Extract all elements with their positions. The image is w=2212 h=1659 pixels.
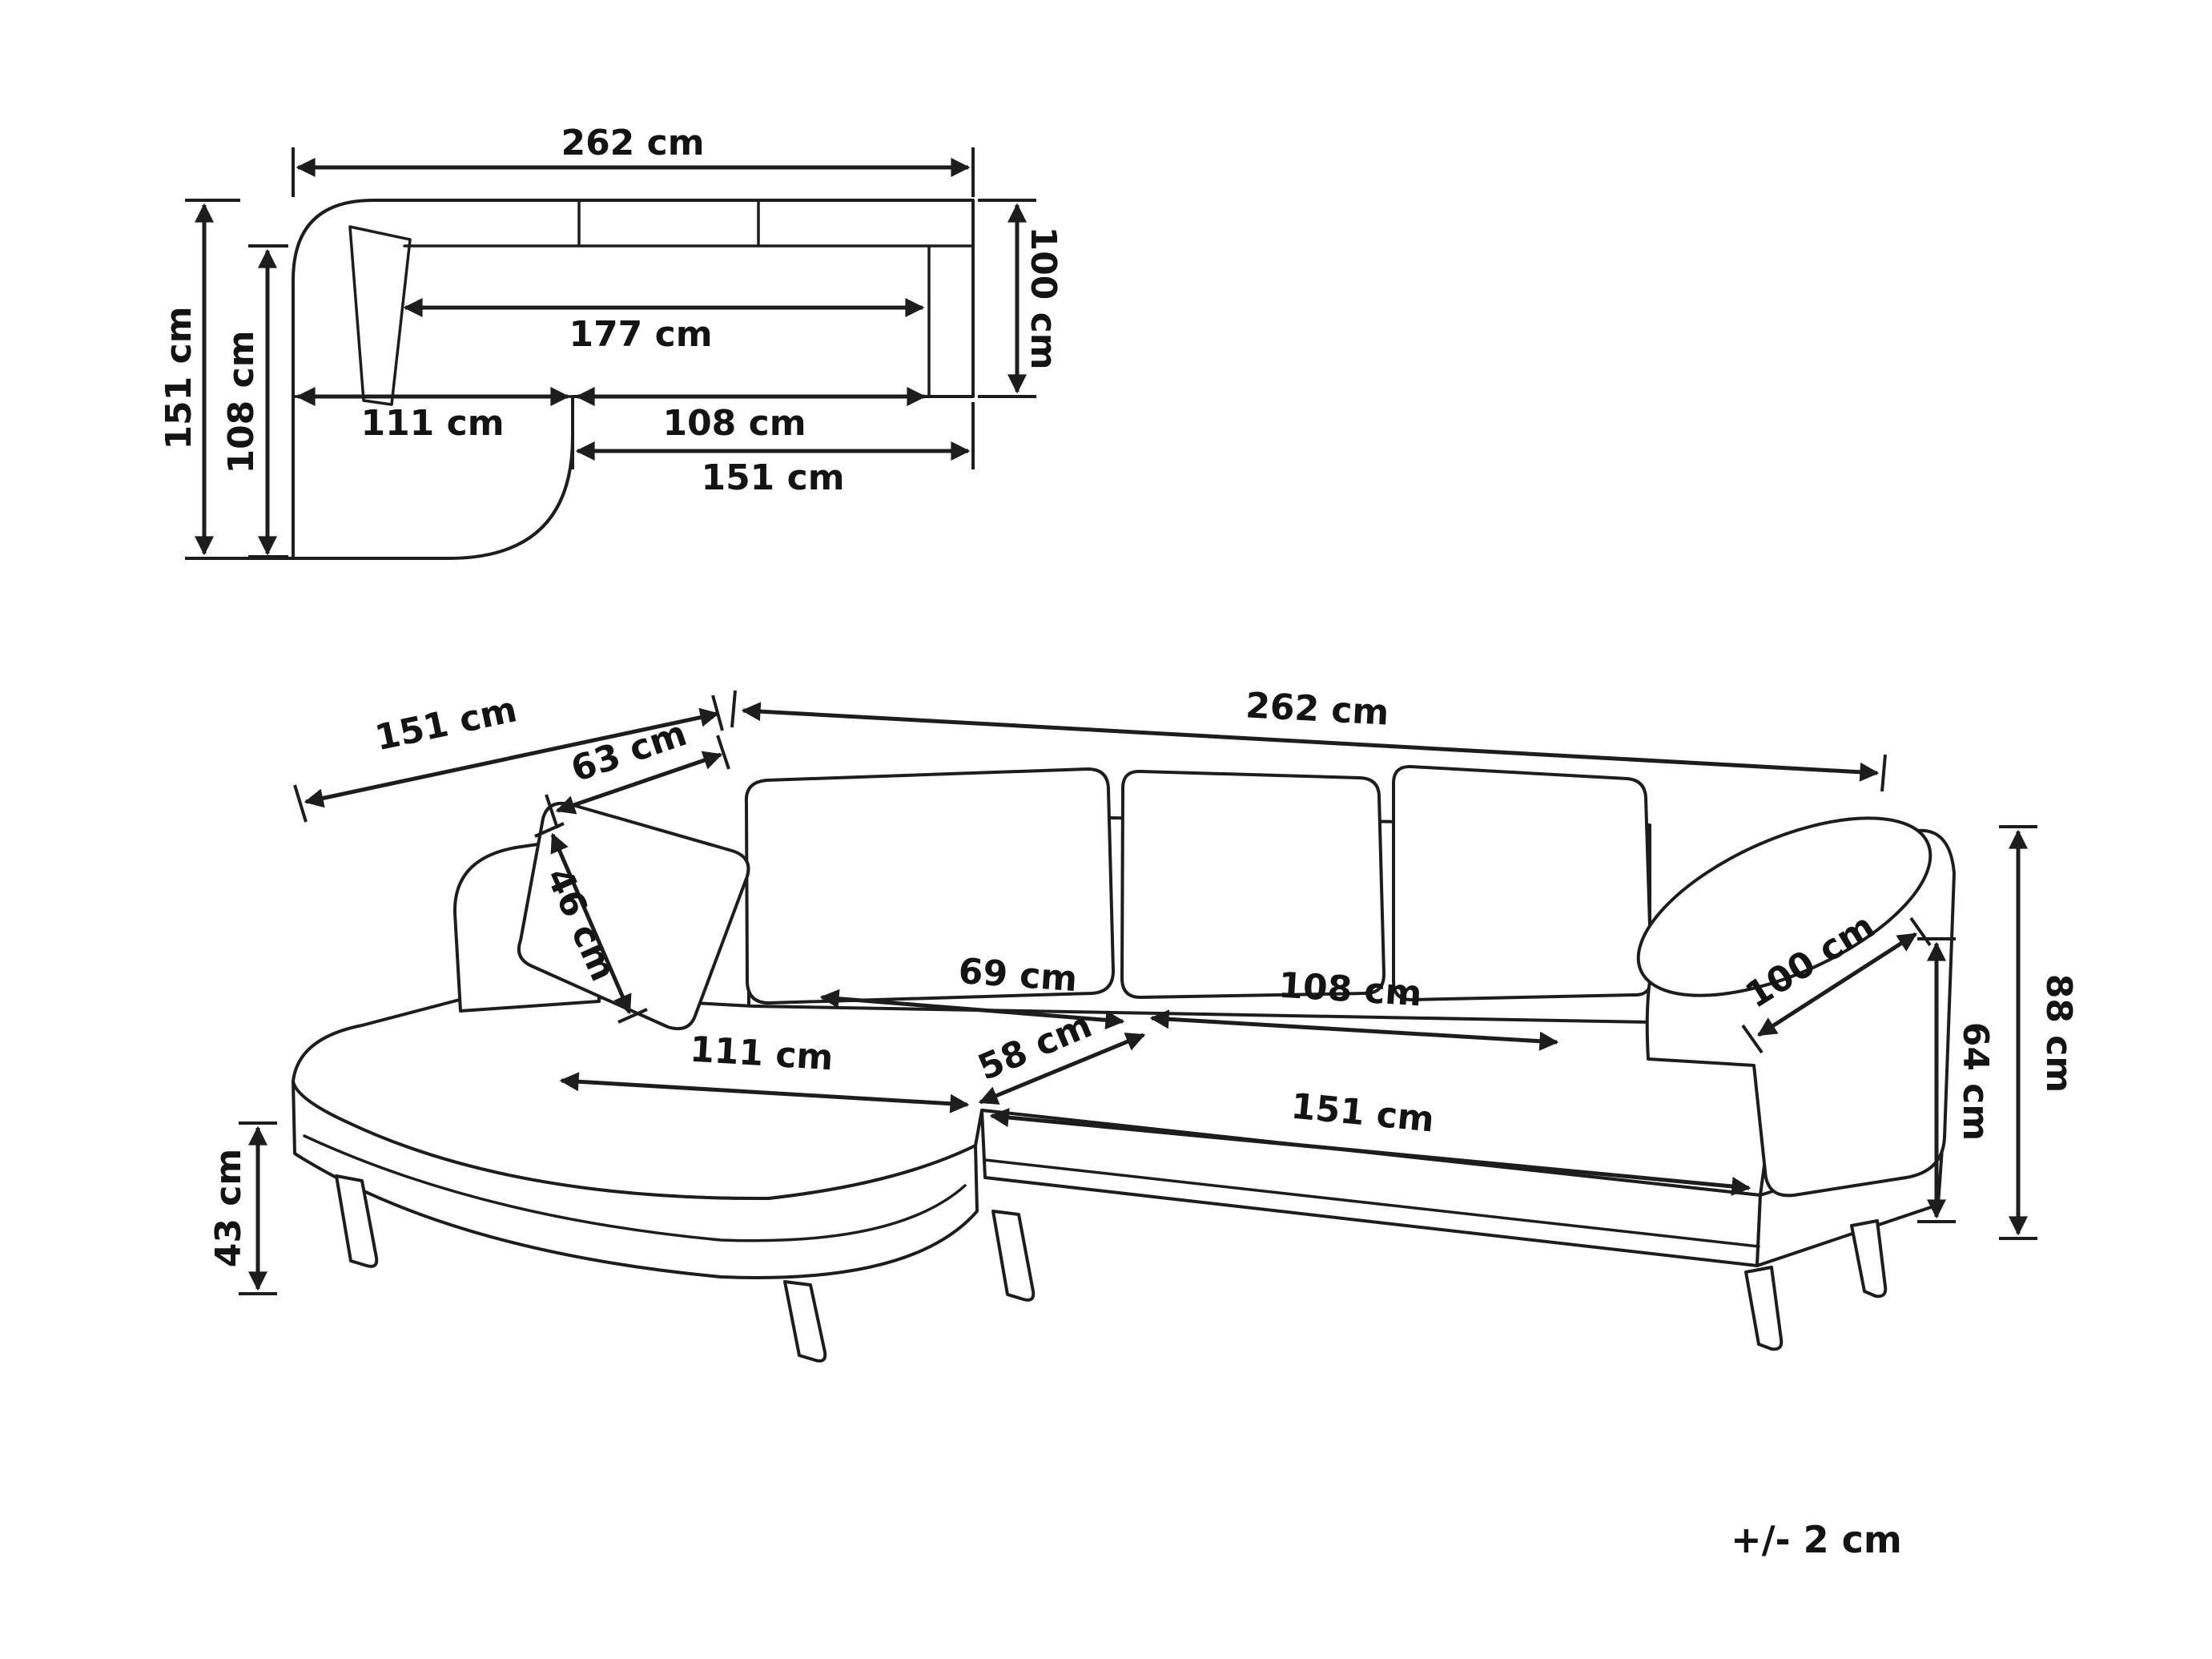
sofa-back-cushion-2 [1120,769,1386,999]
dim-persp-seat-height: 64 cm [1917,937,1996,1223]
dimension-label: 262 cm [1245,685,1390,733]
sofa-drawing [292,764,1956,1363]
sofa-legs [335,1174,1888,1363]
extension-ticks [534,822,648,1024]
extension-ticks [1999,825,2037,1240]
extension-ticks [239,1121,277,1295]
dimension-label: 43 cm [208,1149,249,1267]
dimension-label: 151 cm [701,457,844,498]
dim-persp-seat-width: 108 cm [1149,965,1559,1051]
dimension-line [1149,1009,1559,1051]
dim-plan-seat-width: 108 cm [575,387,927,444]
plan-view: 262 cm 151 cm 108 cm 177 cm 100 cm 111 c… [159,123,1064,560]
dimension-line [989,1108,1752,1196]
dim-plan-right-width: 151 cm [571,402,975,498]
dimension-label: 177 cm [569,314,712,355]
dim-plan-chaise-width: 111 cm [296,387,570,444]
dimension-label: 64 cm [1955,1022,1996,1141]
plan-sofa-detail-lines [292,199,975,406]
dimension-line [1756,932,1918,1037]
dim-plan-inner-width: 177 cm [403,298,925,355]
dimension-label: 151 cm [159,306,199,449]
extension-ticks [1741,916,1932,1054]
sofa-front-face-chaise [292,1080,979,1279]
dimension-label: 108 cm [662,403,806,444]
dim-persp-seat-depth: 69 cm [819,951,1125,1030]
dimension-line [304,707,720,808]
dim-persp-back-height: 88 cm [1999,825,2079,1240]
extension-ticks [292,147,975,197]
dimension-label: 88 cm [2038,974,2079,1093]
sofa-back-cushion-1 [744,767,1115,1005]
extension-ticks [730,690,1887,792]
dim-plan-right-depth: 100 cm [978,199,1064,398]
dimension-label: 111 cm [360,403,504,444]
dimension-label: 100 cm [1023,226,1064,369]
dimension-label: 108 cm [1277,965,1423,1015]
extension-ticks [293,695,724,823]
extension-ticks [1917,937,1956,1223]
dimension-label: 69 cm [957,951,1079,1000]
dimension-line [978,1033,1146,1105]
dimension-line [555,751,723,815]
dimension-line [550,832,632,1015]
dimension-line [819,989,1125,1030]
extension-ticks [571,402,975,469]
dim-plan-chaise-inner-depth: 108 cm [221,244,288,558]
perspective-view: 151 cm 262 cm 63 cm 46 cm 69 cm 108 cm [208,685,2079,1363]
dimension-label: 111 cm [689,1029,835,1079]
dim-persp-total-width: 262 cm [730,685,1887,792]
dimension-label: 151 cm [372,689,521,759]
dimension-label: 262 cm [561,123,704,163]
dimension-line [559,1072,970,1113]
dimension-label: 108 cm [221,330,262,473]
sofa-back-cushion-3 [1392,764,1653,1001]
dim-plan-total-width: 262 cm [292,123,975,197]
extension-ticks [545,735,730,829]
dim-persp-base-height: 43 cm [208,1121,277,1295]
tolerance-note: +/- 2 cm [1731,1518,1902,1561]
extension-ticks [978,199,1036,398]
dimension-label: 63 cm [566,713,692,791]
dimension-line [741,702,1880,782]
extension-ticks [248,244,288,558]
dim-persp-chaise-length: 111 cm [559,1029,970,1113]
